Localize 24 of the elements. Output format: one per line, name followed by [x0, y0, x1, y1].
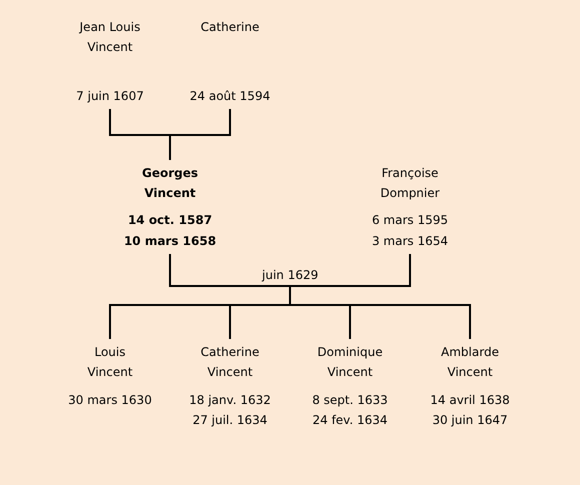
person-name: Catherine Vincent — [200, 344, 260, 381]
person-name: Georges Vincent — [140, 165, 200, 202]
person-name: Dominique Vincent — [316, 344, 384, 381]
life-date: 8 sept. 1633 — [312, 392, 388, 409]
life-date: 14 oct. 1587 — [128, 212, 212, 229]
person-name: Amblarde Vincent — [440, 344, 500, 381]
life-date: 18 janv. 1632 — [189, 392, 271, 409]
life-date: 6 mars 1595 — [372, 212, 448, 229]
person-name: Louis Vincent — [86, 344, 134, 381]
life-date: 27 juil. 1634 — [192, 412, 268, 429]
life-date: 30 juin 1647 — [432, 412, 508, 429]
connector-line — [289, 254, 471, 339]
person-name: Catherine — [200, 19, 260, 36]
connector-line — [169, 109, 231, 160]
life-date: 24 fev. 1634 — [312, 412, 388, 429]
person-name: Jean Louis Vincent — [78, 19, 142, 56]
life-date: 3 mars 1654 — [372, 233, 448, 250]
person-name: Françoise Dompnier — [379, 165, 441, 202]
life-date: 7 juin 1607 — [76, 88, 144, 105]
life-date: 14 avril 1638 — [430, 392, 510, 409]
marriage-date: juin 1629 — [262, 267, 318, 284]
life-date: 30 mars 1630 — [68, 392, 152, 409]
life-date: 24 août 1594 — [190, 88, 270, 105]
life-date: 10 mars 1658 — [124, 233, 216, 250]
